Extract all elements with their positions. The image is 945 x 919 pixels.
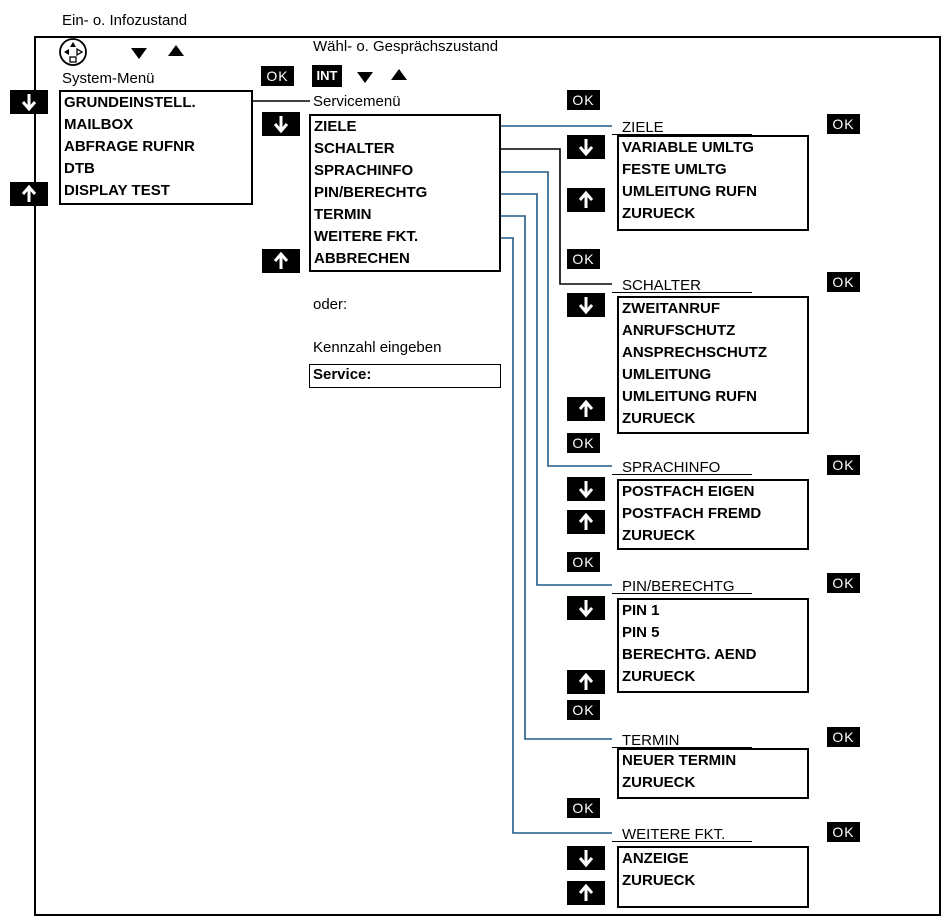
service-code-field[interactable]: Service:	[309, 364, 501, 388]
menu-item-sprachinfo[interactable]: SPRACHINFO	[314, 162, 414, 179]
menu-item-pin-berechtg[interactable]: PIN/BERECHTG	[314, 184, 428, 201]
menu-item-umleitung[interactable]: UMLEITUNG	[622, 366, 712, 383]
menu-item-berechtg-aend[interactable]: BERECHTG. AEND	[622, 646, 757, 663]
scroll-down-key-icon[interactable]	[262, 112, 300, 136]
title-underline	[612, 134, 752, 135]
navigation-key-icon[interactable]	[58, 37, 88, 67]
ok-key[interactable]: OK	[567, 90, 600, 110]
scroll-up-key-icon[interactable]	[262, 249, 300, 273]
menu-item-ansprechschutz[interactable]: ANSPRECHSCHUTZ	[622, 344, 768, 361]
submenu-title-sprachinfo: SPRACHINFO	[622, 459, 721, 476]
submenu-title-schalter: SCHALTER	[622, 277, 701, 294]
menu-item-zurueck[interactable]: ZURUECK	[622, 205, 696, 222]
title-underline	[612, 747, 752, 748]
service-menu-box: ZIELE SCHALTER SPRACHINFO PIN/BERECHTG T…	[309, 114, 501, 272]
arrow-down-icon	[130, 46, 148, 65]
ok-key[interactable]: OK	[827, 455, 860, 475]
menu-item-zurueck[interactable]: ZURUECK	[622, 668, 696, 685]
ok-key[interactable]: OK	[567, 798, 600, 818]
menu-item-zweitanruf[interactable]: ZWEITANRUF	[622, 300, 721, 317]
arrow-up-icon	[167, 44, 185, 63]
menu-item-umleitung-rufn[interactable]: UMLEITUNG RUFN	[622, 183, 757, 200]
kennzahl-label: Kennzahl eingeben	[313, 339, 442, 356]
submenu-box-termin: NEUER TERMIN ZURUECK	[617, 748, 809, 799]
menu-item-zurueck[interactable]: ZURUECK	[622, 774, 696, 791]
menu-item-zurueck[interactable]: ZURUECK	[622, 527, 696, 544]
state-label-dialing: Wähl- o. Gesprächszustand	[313, 38, 499, 55]
system-menu-label: System-Menü	[62, 70, 155, 87]
menu-item-feste-umltg[interactable]: FESTE UMLTG	[622, 161, 727, 178]
menu-item-grundeinstell[interactable]: GRUNDEINSTELL.	[64, 94, 196, 111]
scroll-up-key-icon[interactable]	[567, 397, 605, 421]
menu-item-pin-1[interactable]: PIN 1	[622, 602, 660, 619]
menu-item-postfach-fremd[interactable]: POSTFACH FREMD	[622, 505, 762, 522]
scroll-up-key-icon[interactable]	[567, 881, 605, 905]
title-underline	[612, 474, 752, 475]
submenu-box-ziele: VARIABLE UMLTG FESTE UMLTG UMLEITUNG RUF…	[617, 135, 809, 231]
scroll-up-key-icon[interactable]	[567, 670, 605, 694]
system-menu-box: GRUNDEINSTELL. MAILBOX ABFRAGE RUFNR DTB…	[59, 90, 253, 205]
submenu-title-ziele: ZIELE	[622, 119, 664, 136]
submenu-box-pin-berechtg: PIN 1 PIN 5 BERECHTG. AEND ZURUECK	[617, 598, 809, 693]
ok-key[interactable]: OK	[827, 573, 860, 593]
ok-key[interactable]: OK	[567, 552, 600, 572]
menu-item-neuer-termin[interactable]: NEUER TERMIN	[622, 752, 737, 769]
service-menu-title: Servicemenü	[313, 93, 401, 110]
service-code-label: Service:	[313, 366, 372, 383]
scroll-down-key-icon[interactable]	[567, 846, 605, 870]
ok-key[interactable]: OK	[827, 822, 860, 842]
scroll-down-key-icon[interactable]	[567, 477, 605, 501]
arrow-up-icon	[390, 68, 408, 87]
submenu-title-termin: TERMIN	[622, 732, 680, 749]
menu-item-termin[interactable]: TERMIN	[314, 206, 372, 223]
submenu-box-weitere-fkt: ANZEIGE ZURUECK	[617, 846, 809, 908]
ok-key[interactable]: OK	[827, 272, 860, 292]
title-underline	[612, 292, 752, 293]
title-underline	[612, 841, 752, 842]
submenu-title-pin-berechtg: PIN/BERECHTG	[622, 578, 735, 595]
ok-key[interactable]: OK	[567, 249, 600, 269]
submenu-box-sprachinfo: POSTFACH EIGEN POSTFACH FREMD ZURUECK	[617, 479, 809, 550]
title-underline	[612, 593, 752, 594]
scroll-down-key-icon[interactable]	[567, 293, 605, 317]
menu-item-weitere-fkt[interactable]: WEITERE FKT.	[314, 228, 419, 245]
ok-key[interactable]: OK	[567, 700, 600, 720]
menu-item-abfrage-rufnr[interactable]: ABFRAGE RUFNR	[64, 138, 195, 155]
menu-item-variable-umltg[interactable]: VARIABLE UMLTG	[622, 139, 754, 156]
scroll-down-key-icon[interactable]	[567, 596, 605, 620]
menu-item-anzeige[interactable]: ANZEIGE	[622, 850, 689, 867]
scroll-up-key-icon[interactable]	[567, 188, 605, 212]
scroll-up-key-icon[interactable]	[567, 510, 605, 534]
menu-item-zurueck[interactable]: ZURUECK	[622, 410, 696, 427]
ok-key[interactable]: OK	[827, 114, 860, 134]
menu-item-mailbox[interactable]: MAILBOX	[64, 116, 134, 133]
menu-item-zurueck[interactable]: ZURUECK	[622, 872, 696, 889]
scroll-up-key-icon[interactable]	[10, 182, 48, 206]
menu-item-abbrechen[interactable]: ABBRECHEN	[314, 250, 410, 267]
menu-item-ziele[interactable]: ZIELE	[314, 118, 357, 135]
menu-item-pin-5[interactable]: PIN 5	[622, 624, 660, 641]
oder-label: oder:	[313, 296, 348, 313]
menu-item-anrufschutz[interactable]: ANRUFSCHUTZ	[622, 322, 736, 339]
menu-item-schalter[interactable]: SCHALTER	[314, 140, 395, 157]
arrow-down-icon	[356, 70, 374, 89]
menu-item-postfach-eigen[interactable]: POSTFACH EIGEN	[622, 483, 755, 500]
ok-key[interactable]: OK	[567, 433, 600, 453]
menu-item-umleitung-rufn[interactable]: UMLEITUNG RUFN	[622, 388, 757, 405]
menu-item-dtb[interactable]: DTB	[64, 160, 95, 177]
menu-item-display-test[interactable]: DISPLAY TEST	[64, 182, 170, 199]
scroll-down-key-icon[interactable]	[10, 90, 48, 114]
scroll-down-key-icon[interactable]	[567, 135, 605, 159]
ok-key[interactable]: OK	[261, 66, 294, 86]
submenu-box-schalter: ZWEITANRUF ANRUFSCHUTZ ANSPRECHSCHUTZ UM…	[617, 296, 809, 434]
diagram-frame	[34, 36, 941, 916]
state-label-idle: Ein- o. Infozustand	[62, 12, 188, 29]
ok-key[interactable]: OK	[827, 727, 860, 747]
int-key[interactable]: INT	[312, 65, 342, 87]
submenu-title-weitere-fkt: WEITERE FKT.	[622, 826, 726, 843]
